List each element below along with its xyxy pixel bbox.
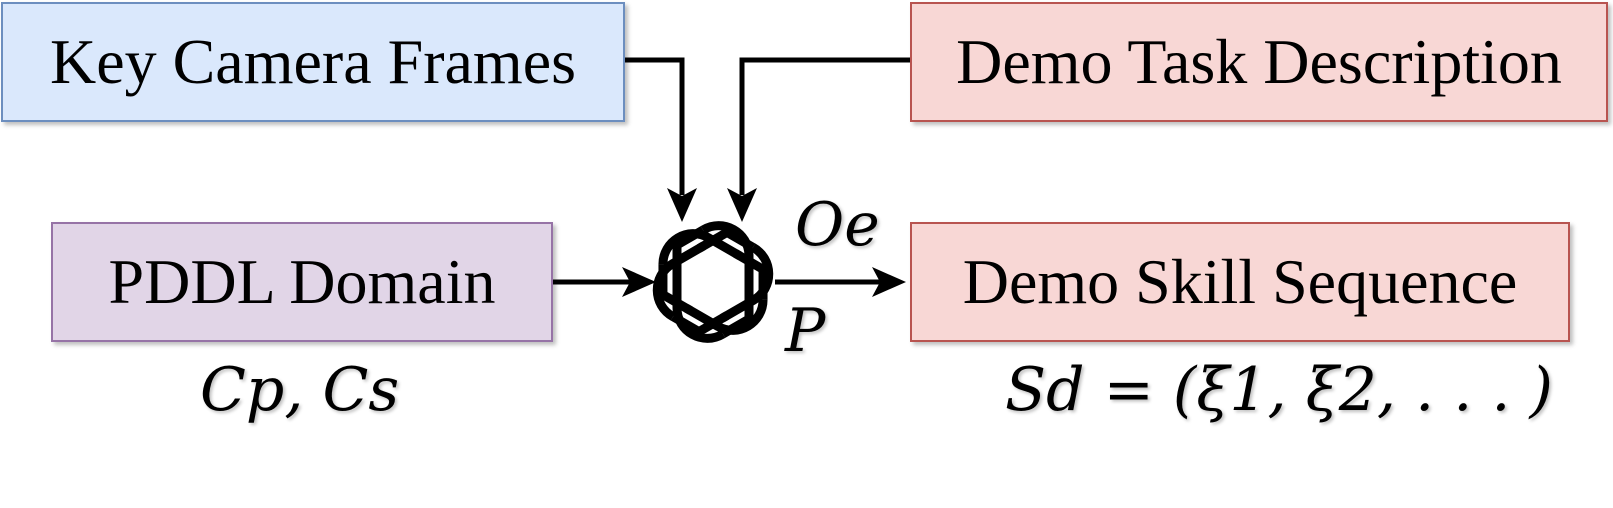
demo-task-description-box: Demo Task Description bbox=[910, 2, 1608, 122]
demo-skill-sequence-label: Demo Skill Sequence bbox=[962, 246, 1518, 317]
problem-label: P bbox=[785, 296, 826, 366]
arrow-pddl-to-llm bbox=[553, 267, 656, 297]
demo-task-description-label: Demo Task Description bbox=[956, 26, 1562, 97]
openai-logo-icon bbox=[646, 223, 780, 342]
arrow-llm-to-sequence bbox=[775, 267, 906, 297]
arrow-task-to-llm bbox=[727, 57, 910, 222]
key-camera-frames-box: Key Camera Frames bbox=[1, 2, 625, 122]
pddl-domain-box: PDDL Domain bbox=[51, 222, 553, 342]
demo-skill-sequence-box: Demo Skill Sequence bbox=[910, 222, 1570, 342]
key-camera-frames-label: Key Camera Frames bbox=[49, 26, 577, 97]
pddl-params-label: Cp, Cs bbox=[200, 355, 400, 425]
arrow-frames-to-llm bbox=[625, 57, 697, 222]
observation-label: Oe bbox=[795, 190, 880, 260]
pddl-domain-label: PDDL Domain bbox=[108, 246, 496, 317]
sequence-formula-label: Sd = (ξ1, ξ2, . . . ) bbox=[1005, 355, 1553, 425]
